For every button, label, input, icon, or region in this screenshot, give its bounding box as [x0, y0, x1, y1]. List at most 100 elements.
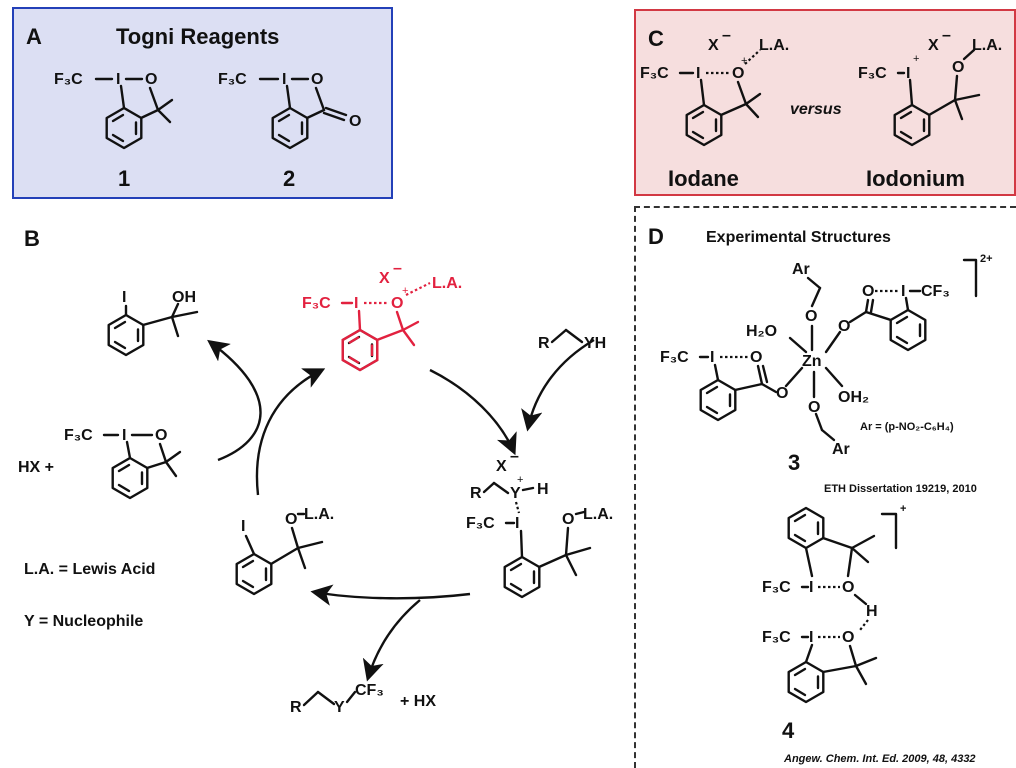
iodo-alcohol-product: I OH — [107, 289, 199, 357]
plus-sign: + — [517, 474, 523, 486]
versus-label: versus — [790, 101, 842, 118]
atom-f3c: F₃C — [64, 427, 93, 444]
bracket-4 — [880, 512, 898, 550]
iodonium-structure: X – L.A. F₃C I + O Iodonium — [858, 27, 1002, 191]
atom-o: O — [311, 71, 323, 88]
nucleophile-ryh: R YH — [538, 328, 606, 352]
panel-c-content: C X – L.A. F₃C I O + Iodane versus X – — [640, 26, 1002, 191]
atom-i: I — [122, 427, 126, 444]
atom-o: O — [732, 65, 744, 82]
atom-x: X — [379, 270, 390, 287]
atom-cf3: CF₃ — [355, 682, 384, 699]
atom-h: H — [866, 603, 878, 620]
atom-i: I — [710, 349, 714, 366]
atom-f3c: F₃C — [466, 515, 495, 532]
atom-x: X — [928, 37, 939, 54]
compound-4-label: 4 — [782, 718, 795, 743]
atom-o: O — [750, 349, 762, 366]
atom-o: O — [145, 71, 157, 88]
atom-la: L.A. — [304, 506, 334, 523]
panel-b-letter: B — [24, 226, 40, 251]
iodonium-label: Iodonium — [866, 166, 965, 191]
panel-d-title: Experimental Structures — [706, 229, 891, 246]
atom-o: O — [862, 283, 874, 300]
atom-o: O — [808, 399, 820, 416]
panel-d-experimental-structures — [634, 206, 1016, 768]
atom-o: O — [805, 308, 817, 325]
atom-la: L.A. — [583, 506, 613, 523]
atom-i: I — [116, 71, 120, 88]
atom-o: O — [391, 295, 403, 312]
panel-a-content: A Togni Reagents F₃C I O 1 F₃C I O — [26, 24, 361, 191]
atom-oh2: OH₂ — [838, 389, 869, 406]
iodonium-intermediate: X – R Y + H F₃C I O L.A. — [466, 448, 613, 599]
panel-c-letter: C — [648, 26, 664, 51]
nucleophile-definition: Y = Nucleophile — [24, 613, 143, 630]
atom-o: O — [952, 59, 964, 76]
compound-3-label: 3 — [788, 450, 800, 475]
compound-1-label: 1 — [118, 166, 130, 191]
compound-2-label: 2 — [283, 166, 295, 191]
arrow-nucleophile-in — [521, 338, 595, 432]
atom-h: H — [537, 481, 549, 498]
iodane-structure: X – L.A. F₃C I O + Iodane — [640, 27, 789, 191]
panel-d-letter: D — [648, 224, 664, 249]
atom-x: X — [708, 37, 719, 54]
minus-sign: – — [510, 448, 519, 465]
atom-la: L.A. — [759, 37, 789, 54]
atom-f3c: F₃C — [660, 349, 689, 366]
atom-f3c: F₃C — [858, 65, 887, 82]
hydrogen-bonded-dimer-4: + F₃C I O H F₃C I O 4 — [762, 503, 976, 765]
atom-o: O — [842, 629, 854, 646]
atom-f3c: F₃C — [762, 629, 791, 646]
plus-sign: + — [402, 285, 408, 297]
plus-sign: + — [741, 55, 747, 67]
atom-i: I — [696, 65, 700, 82]
plus-sign: + — [913, 53, 919, 65]
atom-i: I — [241, 518, 245, 535]
atom-o: O — [349, 113, 361, 130]
atom-i: I — [515, 515, 519, 532]
atom-x: X — [496, 458, 507, 475]
panel-a-letter: A — [26, 24, 42, 49]
panel-a-togni-reagents — [12, 7, 393, 199]
minus-sign: – — [942, 27, 951, 44]
atom-o: O — [838, 318, 850, 335]
atom-o: O — [776, 385, 788, 402]
atom-o: O — [842, 579, 854, 596]
atom-cf3: CF₃ — [921, 283, 950, 300]
atom-ar: Ar — [792, 261, 810, 278]
atom-o: O — [155, 427, 167, 444]
arrow-to-iodoarene — [310, 584, 471, 606]
atom-oh: OH — [172, 289, 196, 306]
atom-y: Y — [334, 699, 345, 716]
panel-d-content: D Experimental Structures 2+ Zn H₂O OH₂ … — [648, 224, 993, 765]
atom-r: R — [470, 485, 482, 502]
lewis-acid-definition: L.A. = Lewis Acid — [24, 561, 155, 578]
togni-reagent-in-cycle: HX + F₃C I O — [18, 427, 182, 500]
atom-f3c: F₃C — [762, 579, 791, 596]
minus-sign: – — [393, 260, 402, 277]
atom-i: I — [122, 289, 126, 306]
atom-yh: YH — [584, 335, 606, 352]
atom-i: I — [282, 71, 286, 88]
togni-reagent-2: F₃C I O O 2 — [218, 71, 361, 191]
atom-ar: Ar — [832, 441, 850, 458]
arrow-to-intermediate — [429, 368, 517, 456]
panel-a-title: Togni Reagents — [116, 24, 279, 49]
trifluoromethylated-product: R Y CF₃ + HX — [290, 682, 436, 716]
ar-definition: Ar = (p-NO₂-C₆H₄) — [860, 421, 954, 433]
arrow-to-activated — [255, 368, 326, 496]
bracket-3 — [962, 258, 978, 298]
atom-i: I — [809, 629, 813, 646]
charge-4: + — [900, 503, 906, 515]
atom-i: I — [906, 65, 910, 82]
reference-4: Angew. Chem. Int. Ed. 2009, 48, 4332 — [783, 753, 976, 765]
atom-r: R — [290, 699, 302, 716]
atom-la: L.A. — [432, 275, 462, 292]
panel-b-catalytic-cycle: B I OH HX + F₃C I O — [18, 226, 613, 716]
togni-reagent-1: F₃C I O 1 — [54, 71, 174, 191]
atom-h2o: H₂O — [746, 323, 777, 340]
iodane-label: Iodane — [668, 166, 739, 191]
